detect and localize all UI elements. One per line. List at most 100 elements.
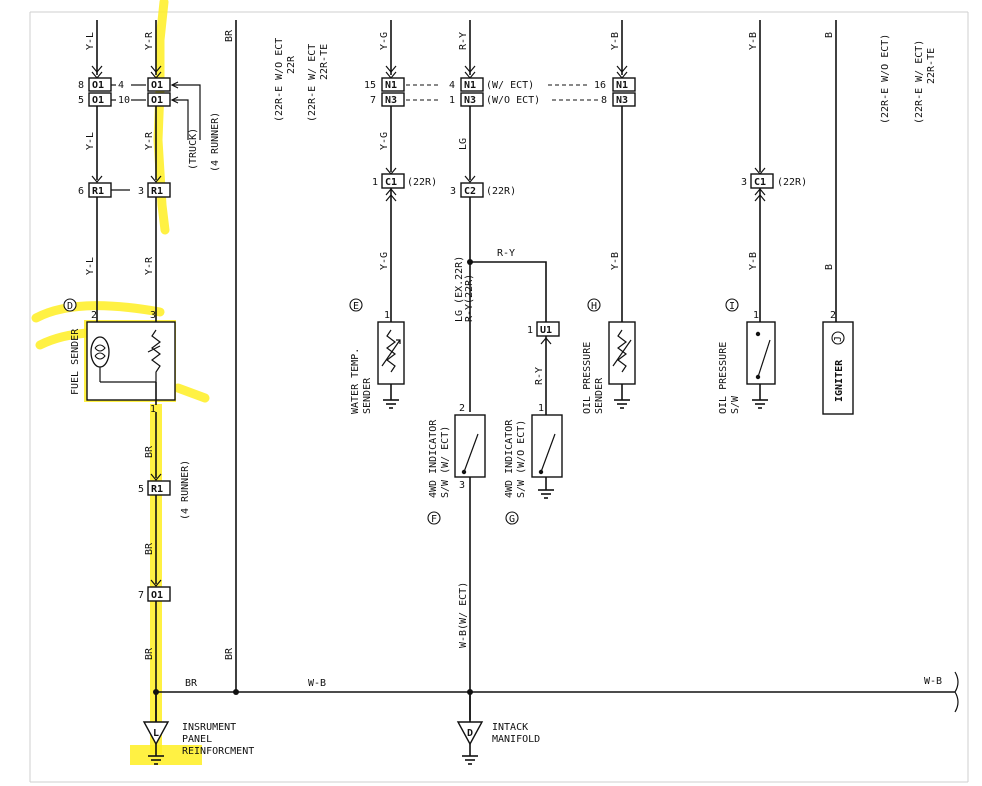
- svg-text:BR: BR: [144, 542, 155, 555]
- svg-text:OIL PRESSURE: OIL PRESSURE: [718, 342, 729, 414]
- svg-text:4WD INDICATOR: 4WD INDICATOR: [428, 419, 439, 498]
- svg-text:R-Y: R-Y: [534, 367, 545, 385]
- column-b-igniter: B B 2 IGNITER J (22R-E W/O ECT) (22R-E W…: [822, 20, 937, 415]
- svg-text:N1: N1: [385, 80, 397, 91]
- svg-text:Y-B: Y-B: [748, 252, 759, 270]
- fuel-sender: D 2 3 1 FUEL SENDER: [63, 298, 176, 415]
- svg-text:BR: BR: [144, 647, 155, 660]
- ground-intake-manifold: D INTACK MANIFOLD: [456, 692, 540, 765]
- svg-text:16: 16: [594, 80, 606, 91]
- svg-text:5: 5: [78, 95, 84, 106]
- svg-text:BR: BR: [185, 678, 198, 689]
- svg-text:(22R): (22R): [486, 186, 516, 197]
- svg-text:15: 15: [364, 80, 376, 91]
- column-y-r: Y-R O1 O1 4 10 (TRUCK) (4 RUNNER) Y-R R1…: [111, 20, 221, 322]
- svg-text:G: G: [509, 514, 515, 525]
- svg-text:Y-L: Y-L: [85, 132, 96, 150]
- svg-text:Y-L: Y-L: [85, 257, 96, 275]
- svg-text:2: 2: [830, 310, 836, 321]
- svg-text:4: 4: [118, 80, 124, 91]
- svg-text:SENDER: SENDER: [362, 377, 373, 414]
- svg-text:Y-R: Y-R: [144, 256, 155, 275]
- svg-text:BR: BR: [224, 29, 235, 42]
- svg-text:Y-B: Y-B: [610, 32, 621, 50]
- svg-text:Y-L: Y-L: [85, 32, 96, 50]
- svg-text:3: 3: [450, 186, 456, 197]
- fuel-sender-ground-run: BR R1 5 (4 RUNNER) BR O1 7 BR: [138, 412, 191, 722]
- svg-text:B: B: [824, 32, 835, 38]
- svg-text:R-Y: R-Y: [497, 248, 515, 259]
- svg-text:1: 1: [384, 310, 390, 321]
- svg-text:(W/ ECT): (W/ ECT): [486, 80, 534, 91]
- svg-text:F: F: [431, 514, 437, 525]
- svg-text:PANEL: PANEL: [182, 734, 212, 745]
- svg-text:2: 2: [459, 403, 465, 414]
- svg-text:S/W (W/ ECT): S/W (W/ ECT): [440, 426, 451, 498]
- svg-text:R-Y: R-Y: [458, 32, 469, 50]
- svg-text:D: D: [467, 728, 473, 739]
- svg-text:BR: BR: [224, 647, 235, 660]
- svg-text:C2: C2: [464, 186, 476, 197]
- svg-text:(22R-E W/ ECT: (22R-E W/ ECT: [307, 44, 318, 122]
- svg-text:O1: O1: [92, 95, 104, 106]
- svg-text:3: 3: [459, 480, 465, 491]
- svg-text:Y-G: Y-G: [379, 32, 390, 50]
- svg-text:(W/O ECT): (W/O ECT): [486, 95, 540, 106]
- svg-text:4: 4: [449, 80, 455, 91]
- svg-text:(22R): (22R): [407, 177, 437, 188]
- svg-text:C1: C1: [754, 177, 766, 188]
- svg-text:(22R-E W/ ECT): (22R-E W/ ECT): [914, 40, 925, 124]
- svg-text:W-B(W/ ECT): W-B(W/ ECT): [458, 582, 469, 648]
- svg-text:(22R-E W/O ECT): (22R-E W/O ECT): [880, 34, 891, 124]
- svg-text:W-B: W-B: [924, 676, 942, 687]
- svg-text:SENDER: SENDER: [594, 377, 605, 414]
- svg-text:B: B: [824, 264, 835, 270]
- svg-text:C1: C1: [385, 177, 397, 188]
- svg-text:S/W: S/W: [730, 395, 741, 414]
- svg-text:10: 10: [118, 95, 130, 106]
- svg-text:(4 RUNNER): (4 RUNNER): [210, 112, 221, 172]
- svg-text:(22R-E W/O ECT: (22R-E W/O ECT: [274, 38, 285, 122]
- svg-text:Y-B: Y-B: [610, 252, 621, 270]
- svg-text:H: H: [591, 301, 597, 312]
- svg-text:1: 1: [449, 95, 455, 106]
- svg-text:7: 7: [138, 590, 144, 601]
- svg-text:O1: O1: [151, 80, 163, 91]
- svg-text:INTACK: INTACK: [492, 722, 528, 733]
- svg-text:22R: 22R: [286, 55, 297, 74]
- svg-text:O1: O1: [92, 80, 104, 91]
- svg-text:1: 1: [538, 403, 544, 414]
- svg-text:5: 5: [138, 484, 144, 495]
- svg-text:IGNITER: IGNITER: [834, 359, 845, 402]
- connector-o1-d: [147, 92, 171, 107]
- svg-text:(TRUCK): (TRUCK): [188, 128, 199, 170]
- svg-text:Y-G: Y-G: [379, 252, 390, 270]
- svg-text:N3: N3: [464, 95, 476, 106]
- svg-text:8: 8: [601, 95, 607, 106]
- svg-text:OIL PRESSURE: OIL PRESSURE: [582, 342, 593, 414]
- svg-text:7: 7: [370, 95, 376, 106]
- svg-text:FUEL SENDER: FUEL SENDER: [70, 328, 81, 395]
- svg-text:1: 1: [527, 325, 533, 336]
- svg-text:4WD INDICATOR: 4WD INDICATOR: [504, 419, 515, 498]
- svg-text:Y-R: Y-R: [144, 31, 155, 50]
- svg-text:L: L: [153, 728, 159, 739]
- connector-o1-c: [147, 77, 171, 92]
- svg-text:22R-TE: 22R-TE: [319, 44, 330, 80]
- svg-text:BR: BR: [144, 445, 155, 458]
- svg-text:R1: R1: [92, 186, 104, 197]
- column-br: BR BR (22R-E W/O ECT 22R (22R-E W/ ECT 2…: [224, 20, 330, 695]
- svg-text:(22R): (22R): [777, 177, 807, 188]
- svg-text:REINFORCMENT: REINFORCMENT: [182, 746, 254, 757]
- svg-text:E: E: [353, 301, 359, 312]
- svg-text:3: 3: [741, 177, 747, 188]
- svg-text:WATER TEMP.: WATER TEMP.: [350, 348, 361, 414]
- ground-bus: BR W-B W-B: [153, 671, 959, 713]
- svg-text:22R-TE: 22R-TE: [926, 48, 937, 84]
- svg-text:6: 6: [78, 186, 84, 197]
- svg-text:O1: O1: [151, 95, 163, 106]
- svg-text:3: 3: [138, 186, 144, 197]
- svg-text:Y-G: Y-G: [379, 132, 390, 150]
- svg-text:LG: LG: [458, 138, 469, 150]
